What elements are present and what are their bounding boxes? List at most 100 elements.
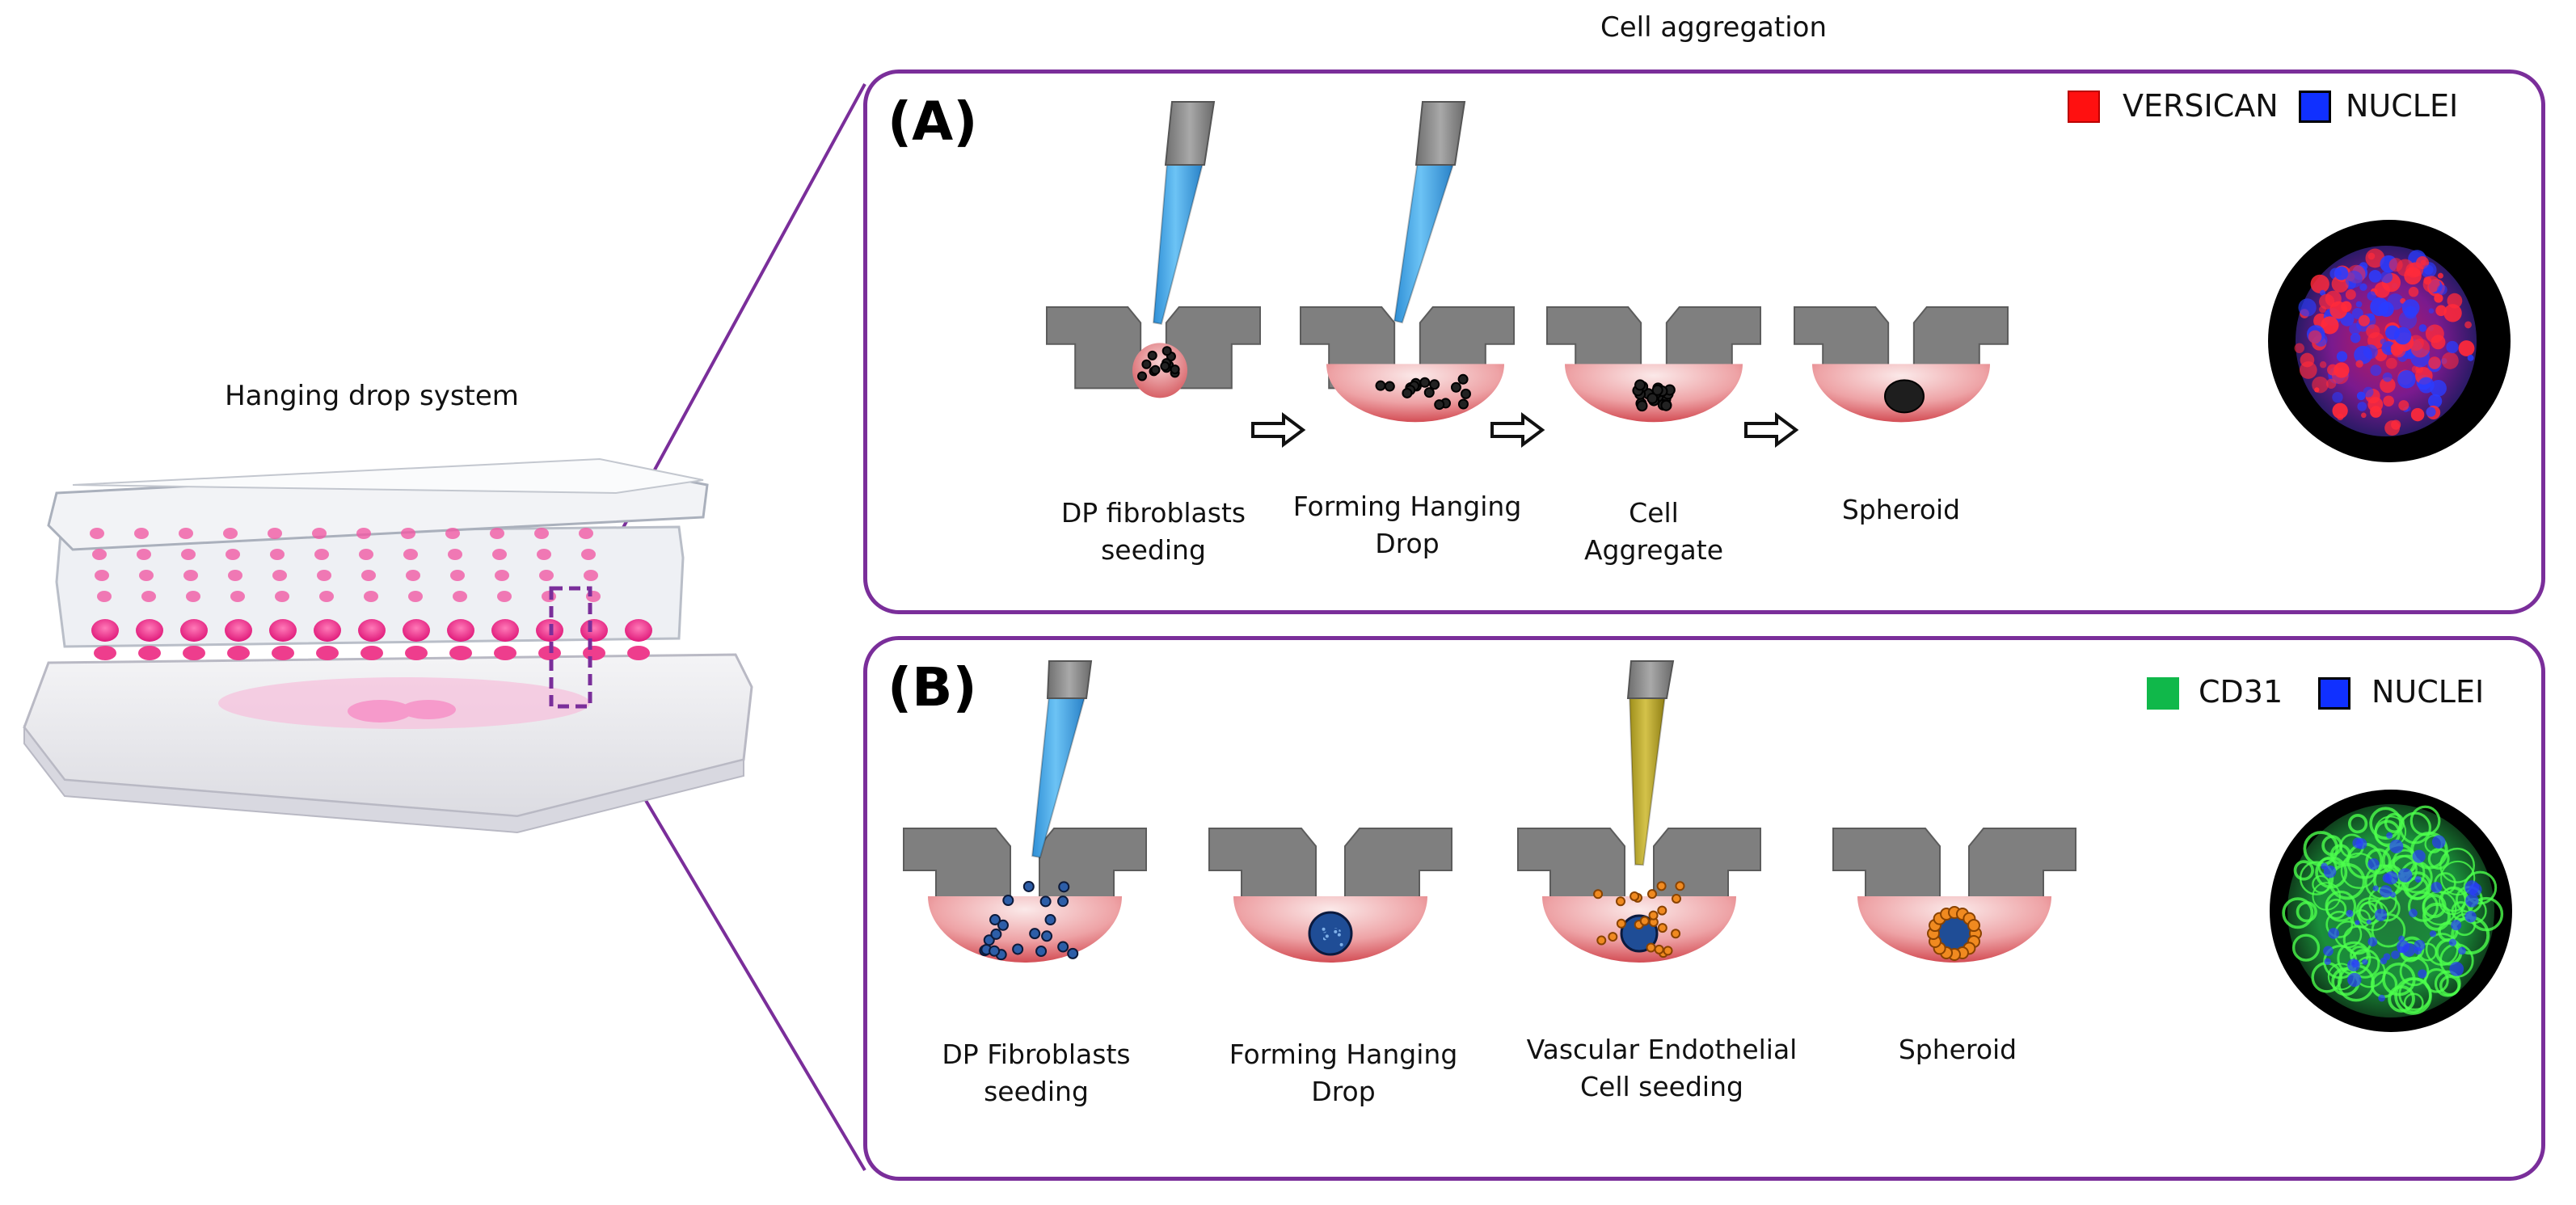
endothelial-cell: [1639, 916, 1650, 926]
endothelial-cell: [1593, 889, 1604, 900]
fibroblast: [1035, 945, 1048, 957]
nuclei-signal: [2423, 264, 2434, 275]
versican-signal: [2331, 275, 2349, 293]
legend-b-swatch-1: [2147, 677, 2179, 710]
plate-well: [364, 591, 378, 602]
microscopy-image-b: [2270, 790, 2512, 1032]
process-arrow: [1490, 412, 1545, 448]
versican-signal: [2428, 356, 2441, 369]
legend-b-label-1: CD31: [2199, 674, 2283, 710]
microscopy-image-a: [2268, 220, 2511, 462]
pipette-cap: [1626, 660, 1675, 699]
panel-b-letter: (B): [887, 656, 977, 718]
well-block: [1165, 306, 1261, 390]
cd31-signal: [2439, 943, 2474, 978]
plate-well: [445, 528, 460, 539]
cd31-signal: [2402, 871, 2432, 900]
versican-signal: [2404, 267, 2422, 285]
endothelial-cell: [1615, 896, 1625, 907]
plate-well: [534, 528, 549, 539]
fibroblast: [1012, 943, 1024, 955]
plate-drop: [403, 619, 430, 642]
endothelial-cell: [1672, 893, 1682, 904]
plate-drop: [405, 646, 428, 660]
plate-well: [134, 528, 149, 539]
fibroblast: [989, 945, 1001, 957]
plate-drop: [625, 619, 652, 642]
nuclei-signal: [2409, 908, 2418, 918]
nuclei-signal: [2367, 937, 2378, 947]
plate-well: [319, 591, 334, 602]
versican-signal: [2366, 324, 2380, 339]
left-title: Hanging drop system: [225, 380, 519, 412]
nuclei-signal: [2324, 958, 2331, 965]
cell: [1338, 941, 1345, 948]
legend-a-label-2: NUCLEI: [2346, 88, 2459, 124]
plate-drop: [449, 646, 472, 660]
plate-well: [90, 528, 104, 539]
cell: [1384, 381, 1395, 392]
nuclei-signal: [2355, 920, 2360, 925]
plate-drop: [94, 646, 116, 660]
nuclei-signal: [2323, 946, 2334, 957]
spheroid: [1308, 911, 1353, 956]
fibroblast: [1002, 895, 1014, 907]
nuclei-signal: [2370, 297, 2389, 317]
legend-b-swatch-2: [2318, 677, 2350, 710]
nuclei-signal: [2328, 928, 2340, 939]
versican-signal: [2434, 293, 2443, 303]
plate-drop: [358, 619, 386, 642]
hanging-drop-plate: [23, 457, 753, 834]
endothelial-cell: [1657, 905, 1667, 916]
endothelial-cell: [1657, 923, 1667, 933]
versican-signal: [2332, 402, 2348, 419]
nuclei-signal: [2464, 910, 2477, 923]
process-arrow: [1251, 412, 1306, 448]
fibroblast: [1044, 914, 1056, 926]
cd31-signal: [2439, 847, 2476, 883]
fibroblast: [1057, 895, 1069, 908]
versican-signal: [2384, 420, 2401, 436]
pipette-cap: [1046, 660, 1093, 699]
nuclei-signal: [2332, 391, 2343, 403]
nuclei-signal: [2359, 283, 2367, 291]
cell: [1162, 346, 1172, 356]
cd31-signal: [2409, 805, 2441, 836]
plate-well: [226, 549, 240, 560]
plate-drop: [272, 646, 294, 660]
nuclei-signal: [2378, 994, 2385, 1002]
nuclei-signal: [2458, 946, 2466, 955]
nuclei-signal: [2418, 969, 2427, 979]
spheroid: [1620, 914, 1659, 953]
plate-well: [403, 549, 418, 560]
nuclei-signal: [2397, 370, 2416, 389]
endothelial-cell: [1675, 881, 1685, 891]
nuclei-signal: [2389, 891, 2397, 898]
pipette-cap: [1164, 101, 1216, 166]
plate-well: [356, 528, 371, 539]
cell: [1323, 933, 1330, 940]
nuclei-signal: [2385, 346, 2392, 352]
plate-well: [584, 570, 598, 581]
plate-well: [542, 591, 556, 602]
plate-well: [228, 570, 242, 581]
plate-well: [537, 549, 551, 560]
nuclei-signal: [2380, 271, 2393, 284]
endothelial-cell: [1596, 935, 1607, 946]
plate-drop: [447, 619, 474, 642]
plate-well: [272, 570, 287, 581]
cell: [1332, 928, 1339, 935]
nuclei-signal: [2345, 270, 2363, 289]
cell: [1160, 361, 1170, 372]
nuclei-signal: [2429, 930, 2437, 937]
cd31-signal: [2347, 813, 2368, 834]
nuclei-signal: [2351, 307, 2363, 319]
nuclei-signal: [2398, 935, 2405, 942]
pipette-cap: [1414, 101, 1466, 166]
nuclei-signal: [2448, 938, 2457, 946]
fibroblast: [1039, 895, 1052, 908]
